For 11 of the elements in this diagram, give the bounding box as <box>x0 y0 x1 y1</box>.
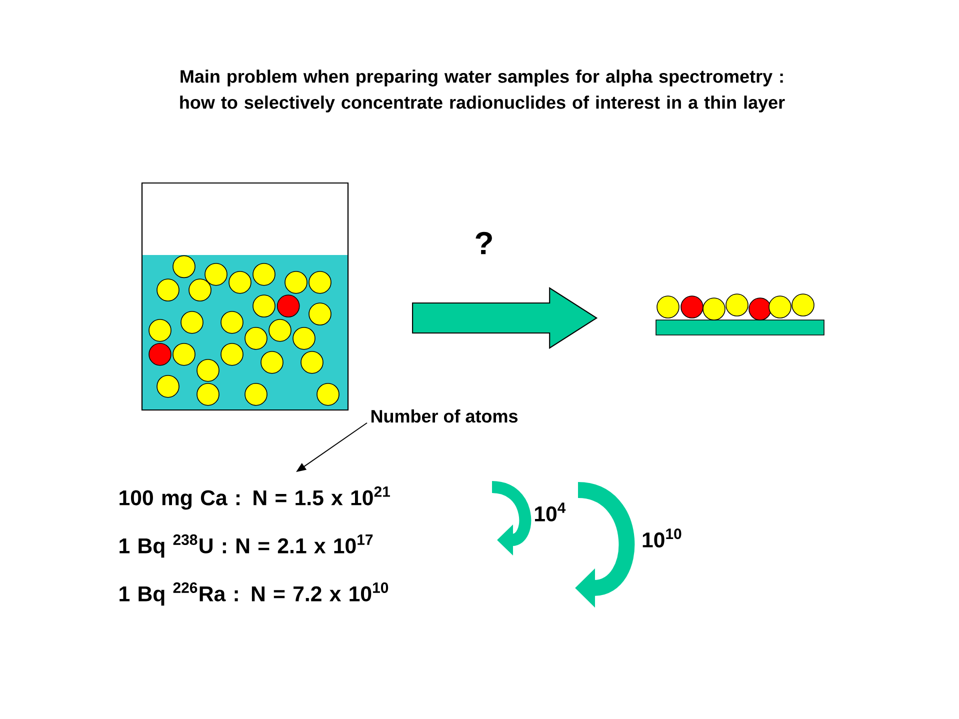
block-arrow <box>412 287 598 349</box>
thin-layer-drawing <box>656 294 824 336</box>
atom-count-text: 1 Bq $^{226}$Ra : N = 7.2 x 10$^{10}$ <box>120 582 388 606</box>
atom-count-text: 1 Bq $^{238}$U : N = 2.1 x 10$^{17}$ <box>120 534 373 558</box>
edge-label: ? <box>472 230 496 256</box>
atom-count-text: 100 mg Ca : N = 1.5 x 10$^{21}$ <box>120 486 390 510</box>
ratio-label: 10$^{10}$ <box>642 528 682 548</box>
heading-text: Number of atoms <box>371 409 518 423</box>
ratio-label: 10$^{4}$ <box>535 502 566 522</box>
beaker-drawing <box>141 182 349 411</box>
title: Main problem when preparing water samples for alpha spectrometry : how to selectively concentrate radionuclides of interest in a thin layer <box>180 70 785 112</box>
